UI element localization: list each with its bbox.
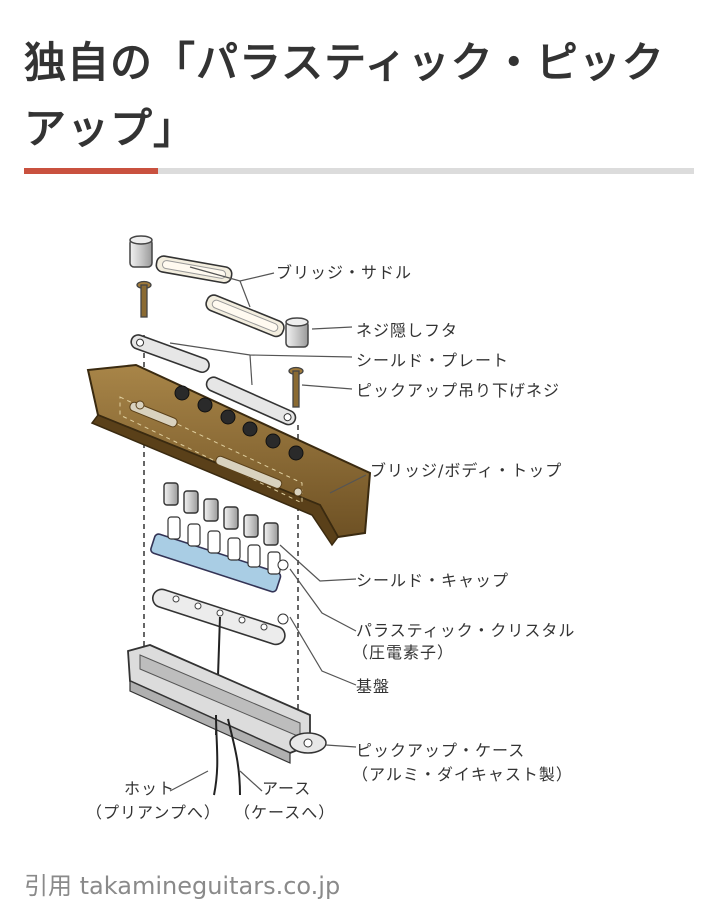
diagram-artwork xyxy=(86,235,372,796)
credit-source-link[interactable]: takamineguitars.co.jp xyxy=(79,872,341,900)
crystal-icon xyxy=(150,516,289,625)
title-underline-accent xyxy=(24,168,158,174)
label-base-board: 基盤 xyxy=(356,677,391,696)
label-hot: ホット xyxy=(124,779,176,798)
label-earth: アース xyxy=(262,779,312,798)
label-bridge-saddle: ブリッジ・サドル xyxy=(276,263,413,282)
label-hot-note: （プリアンプへ） xyxy=(86,803,221,822)
image-credit: 引用 takamineguitars.co.jp xyxy=(24,866,340,901)
label-shield-cap: シールド・キャップ xyxy=(356,571,510,590)
pickup-exploded-diagram: ブリッジ・サドル ネジ隠しフタ シールド・プレート ピックアップ吊り下げネジ ブ… xyxy=(40,215,700,835)
label-screw-cap: ネジ隠しフタ xyxy=(356,321,459,340)
shield-plate-icon xyxy=(130,334,297,426)
shield-cap-icon xyxy=(163,482,279,546)
bridge-saddle-icon xyxy=(155,255,285,338)
screw-cap-icon xyxy=(129,235,309,348)
label-earth-note: （ケースへ） xyxy=(234,803,336,822)
label-palathetic-crystal-note: （圧電素子） xyxy=(352,643,455,662)
label-palathetic-crystal: パラスティック・クリスタル xyxy=(356,621,576,640)
label-shield-plate: シールド・プレート xyxy=(356,351,510,370)
title-underline xyxy=(24,168,694,174)
credit-prefix: 引用 xyxy=(24,872,72,900)
screw-icon xyxy=(136,280,304,408)
label-pickup-case: ピックアップ・ケース xyxy=(356,741,526,760)
base-board-icon xyxy=(151,588,286,736)
page-title: 独自の「パラスティック・ピックアップ」 xyxy=(24,38,665,153)
label-pickup-case-note: （アルミ・ダイキャスト製） xyxy=(352,765,573,784)
label-bridge-body-top: ブリッジ/ボディ・トップ xyxy=(370,461,563,480)
bridge-body-icon xyxy=(86,363,372,547)
pickup-case-icon xyxy=(127,644,327,796)
label-pickup-mount-screw: ピックアップ吊り下げネジ xyxy=(356,381,561,400)
leader-lines xyxy=(169,266,367,792)
